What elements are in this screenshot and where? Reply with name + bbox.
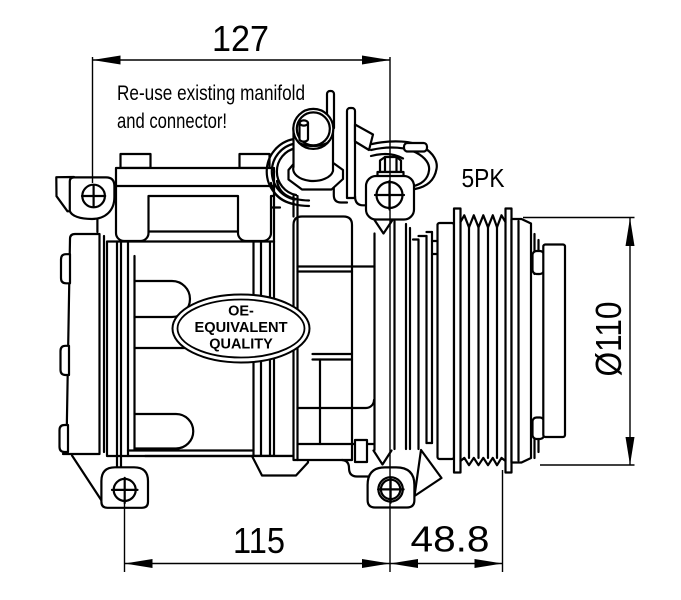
- svg-text:Ø110: Ø110: [588, 302, 629, 377]
- svg-text:127: 127: [212, 18, 269, 59]
- svg-text:48.8: 48.8: [411, 519, 490, 560]
- svg-text:QUALITY: QUALITY: [209, 337, 273, 353]
- svg-text:5PK: 5PK: [462, 163, 506, 193]
- svg-text:Re-use existing manifold: Re-use existing manifold: [117, 82, 305, 105]
- svg-text:EQUIVALENT: EQUIVALENT: [195, 320, 288, 336]
- svg-text:and connector!: and connector!: [117, 110, 227, 133]
- svg-text:OE-: OE-: [228, 304, 254, 320]
- svg-text:115: 115: [233, 520, 285, 561]
